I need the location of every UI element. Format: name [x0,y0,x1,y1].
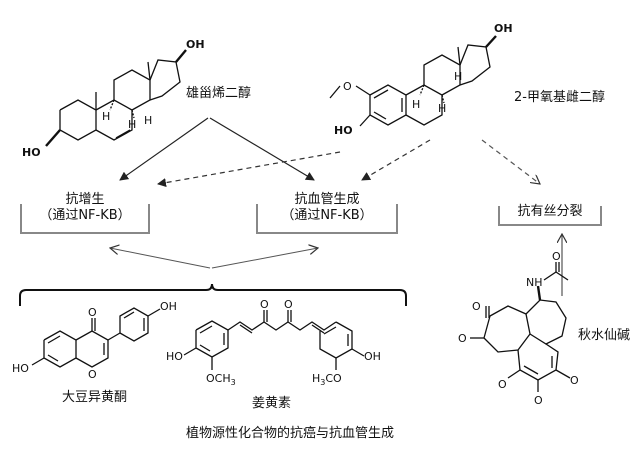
antiangiogenesis-line2: （通过NF-KB） [281,208,373,223]
arrow-androstenediol-to-antiproliferation [119,117,209,181]
genistein-oh-label: OH [160,300,177,313]
androstenediol-structure [45,49,187,147]
label-curcumin: 姜黄素 [252,396,292,411]
curcumin-carbonyl-o-1: O [260,298,269,311]
colchicine-methoxy-o-3: O [534,394,543,407]
phytochemical-bracket [19,283,407,306]
box-antimitotic: 抗有丝分裂 [498,200,602,226]
methoxyestradiol-h-label-1: H [438,102,446,115]
curcumin-ho-label: HO [166,350,183,363]
curcumin-carbonyl-o-2: O [284,298,293,311]
antiproliferation-line2: （通过NF-KB） [39,208,131,223]
label-genistein: 大豆异黄酮 [62,390,128,405]
androstenediol-h-label-3: H [144,114,152,127]
methoxyestradiol-o-label: O [343,80,352,93]
colchicine-methoxy-o-4: O [570,374,579,387]
antiproliferation-line1: 抗增生 [65,192,105,207]
antiangiogenesis-line1: 抗血管生成 [294,192,360,207]
arrow-methoxyestradiol-to-antiproliferation [157,151,341,188]
colchicine-carbonyl-o: O [472,300,481,313]
genistein-carbonyl-o: O [88,306,97,319]
curcumin-h3co-right: H3CO [312,372,342,387]
methoxyestradiol-oh-label: OH [494,22,513,35]
androstenediol-h-label-2: H [102,110,110,123]
genistein-structure [31,307,161,368]
arrow-bracket-to-antiproliferation [110,248,211,269]
colchicine-structure [470,262,571,392]
colchicine-methoxy-o-1: O [458,332,467,345]
figure-caption: 植物源性化合物的抗癌与抗血管生成 [186,426,395,441]
arrow-androstenediol-to-antiangiogenesis [209,117,315,181]
label-colchicine: 秋水仙碱 [578,328,631,343]
methoxyestradiol-structure [329,35,497,127]
box-antiangiogenesis: 抗血管生成 （通过NF-KB） [256,192,398,234]
colchicine-acetyl-o: O [552,250,561,263]
arrow-methoxyestradiol-to-antimitotic [481,139,540,184]
genistein-ho-label: HO [12,362,29,375]
box-antiproliferation: 抗增生 （通过NF-KB） [20,192,150,234]
androstenediol-ho-label: HO [22,146,41,159]
antimitotic-label: 抗有丝分裂 [517,204,583,219]
curcumin-och3-left: OCH3 [206,372,236,387]
curcumin-oh-label: OH [364,350,381,363]
label-androstenediol: 雄甾烯二醇 [186,86,252,101]
methoxyestradiol-ho-label: HO [334,124,353,137]
colchicine-methoxy-o-2: O [498,378,507,391]
arrow-methoxyestradiol-to-antiangiogenesis [361,139,431,181]
curcumin-structure [183,310,365,370]
genistein-ring-o: O [88,368,97,381]
methoxyestradiol-h-label-2: H [412,98,420,111]
androstenediol-oh-label: OH [186,38,205,51]
colchicine-nh-label: NH [526,276,543,289]
label-methoxyestradiol: 2-甲氧基雌二醇 [514,90,605,105]
methoxyestradiol-h-label-3: H [454,70,462,83]
arrow-bracket-to-antiangiogenesis [211,248,318,269]
androstenediol-h-label-1: H [128,118,136,131]
